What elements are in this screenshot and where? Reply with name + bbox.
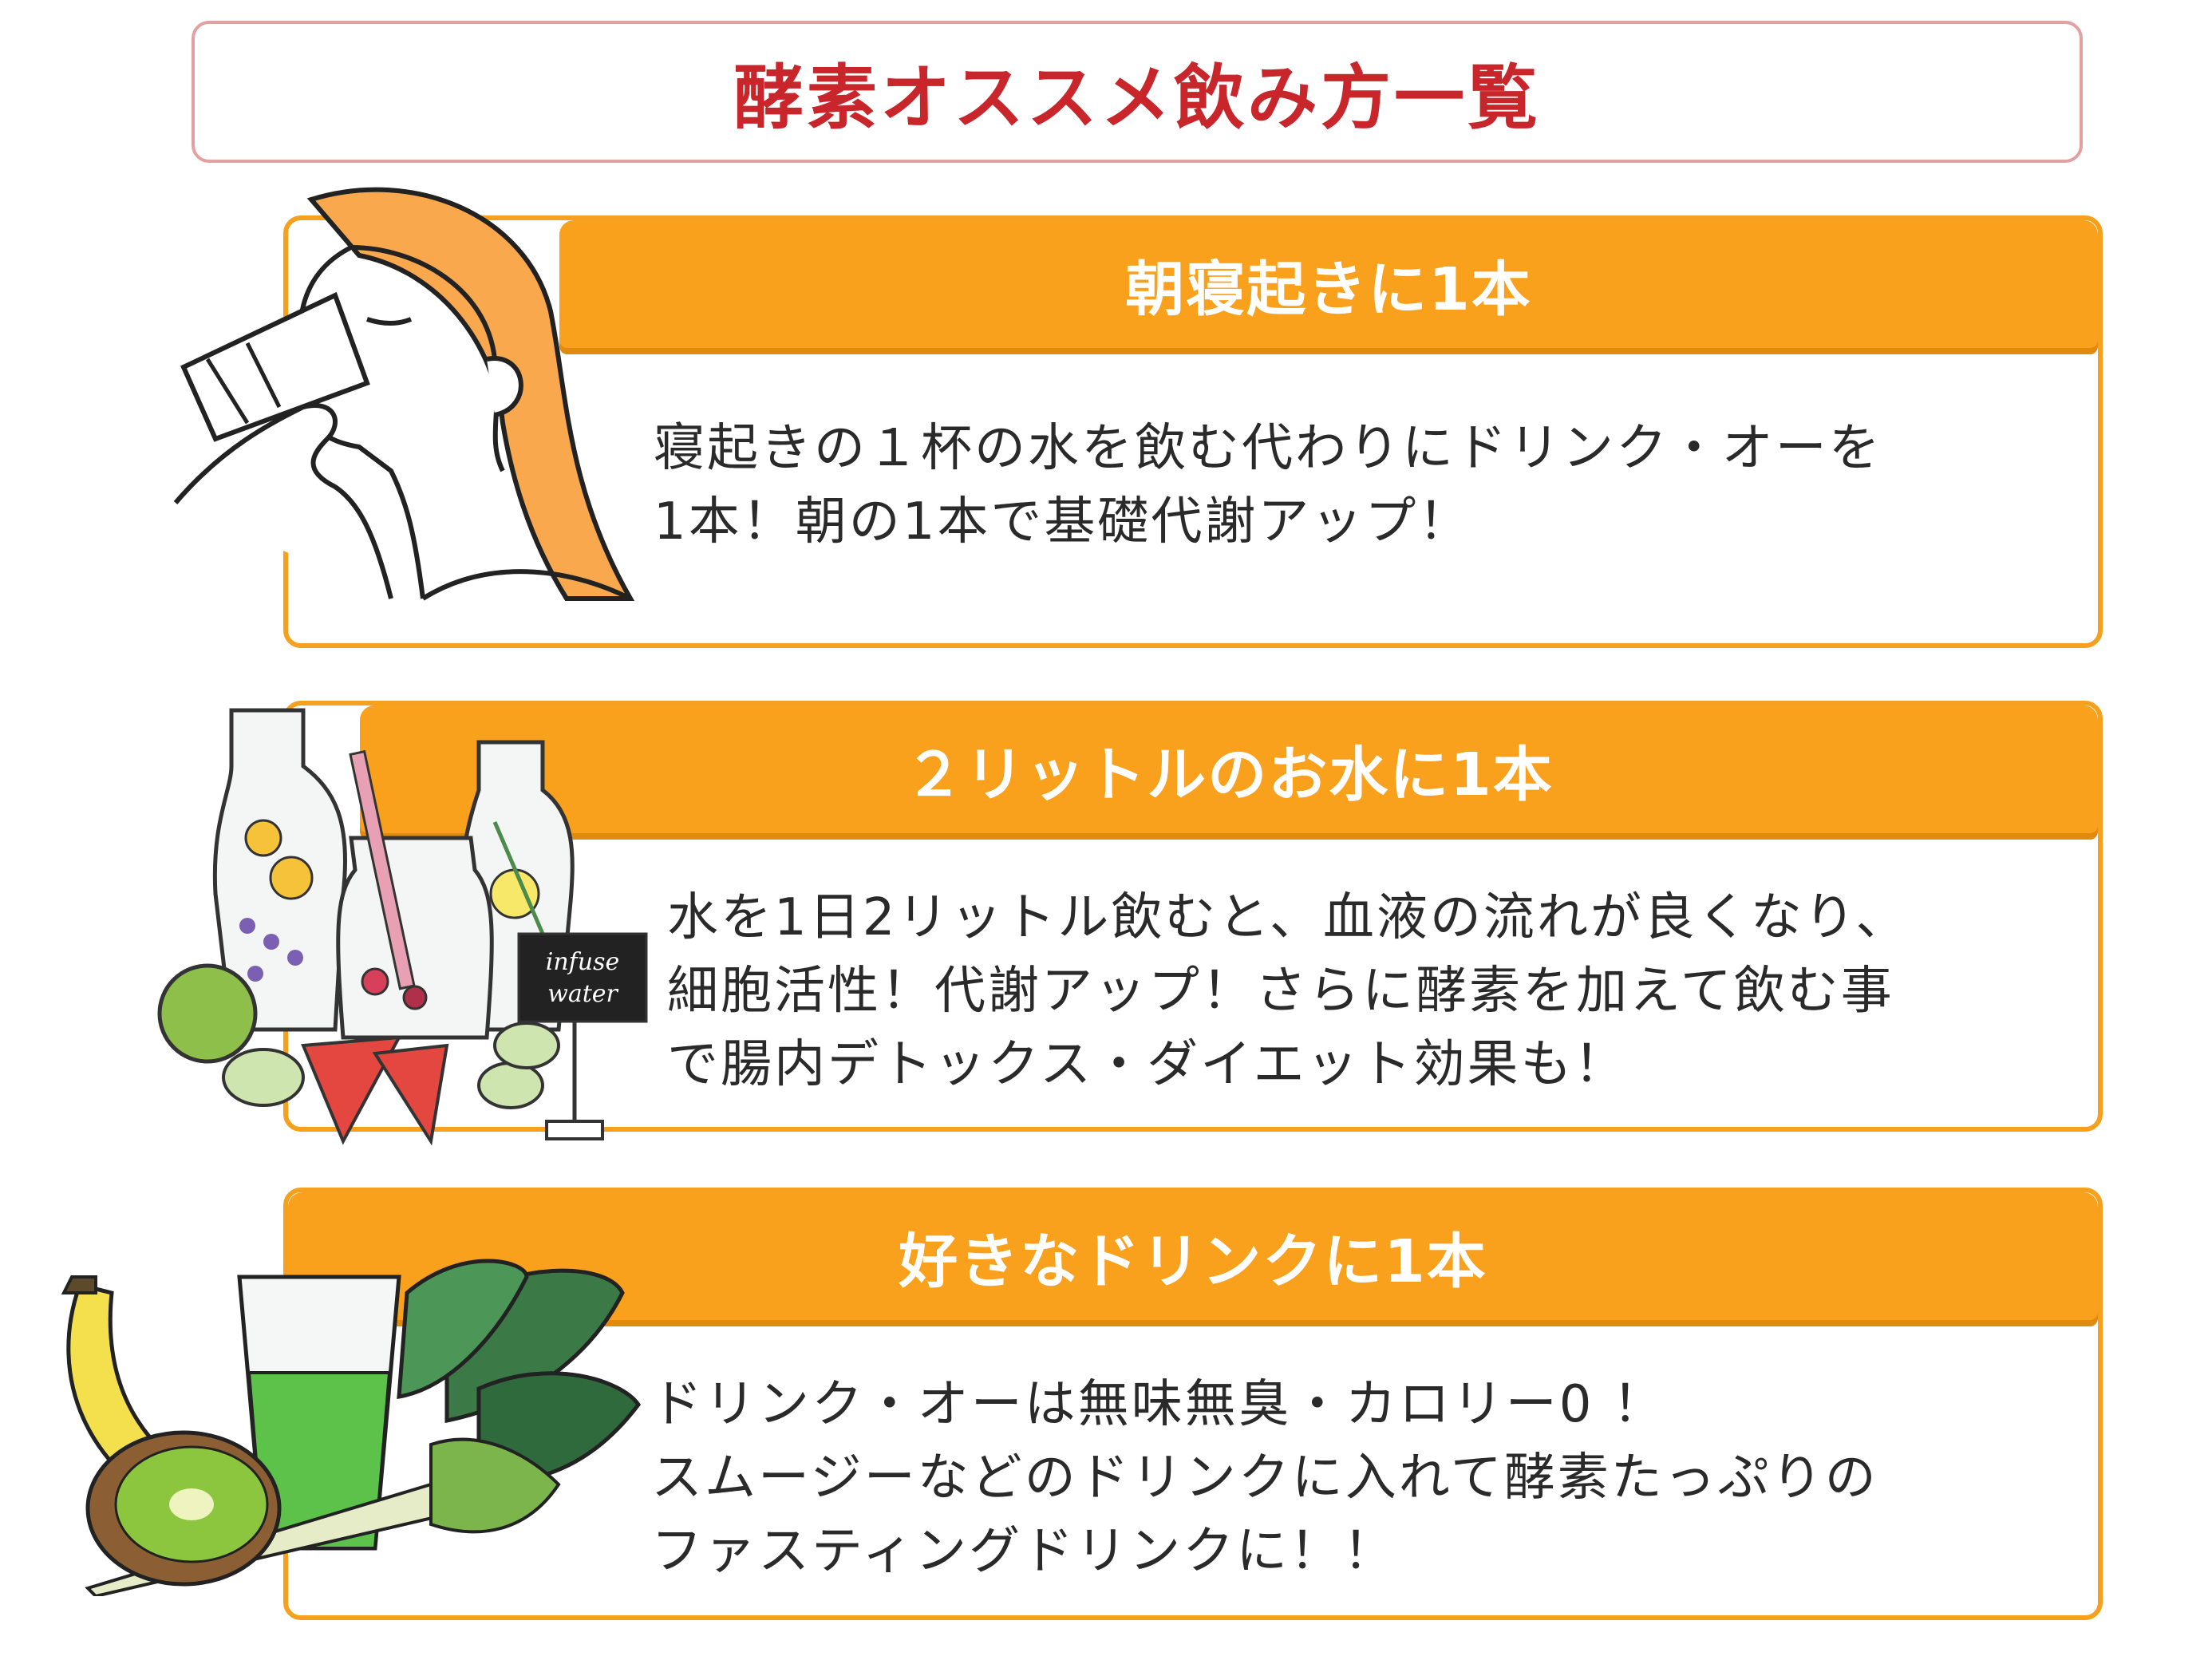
card-morning-header: 朝寝起きに1本 <box>559 220 2098 348</box>
card-water-body: 水を1日2リットル飲むと、血液の流れが良くなり、 細胞活性！代謝アップ！さらに酵… <box>667 881 1909 1101</box>
card-drink-line: ドリンク・オーは無味無臭・カロリー0 ！ <box>651 1375 1666 1434</box>
card-drink-line: ファスティングドリンクに！！ <box>651 1522 1397 1581</box>
card-water-line: 細胞活性！代謝アップ！さらに酵素を加えて飲む事 <box>667 962 1894 1021</box>
card-water-header: ２リットルのお水に1本 <box>360 706 2098 833</box>
card-water-line: 水を1日2リットル飲むと、血液の流れが良くなり、 <box>667 888 1910 947</box>
card-water: ２リットルのお水に1本 水を1日2リットル飲むと、血液の流れが良くなり、 細胞活… <box>283 701 2103 1132</box>
sign-text-line2: water <box>547 980 618 1008</box>
infused-water-jars-icon: infuse water <box>157 708 648 1146</box>
card-water-heading: ２リットルのお水に1本 <box>904 740 1554 809</box>
card-drink-body: ドリンク・オーは無味無臭・カロリー0 ！ スムージーなどのドリンクに入れて酵素た… <box>651 1368 1878 1588</box>
woman-drinking-icon <box>173 187 635 601</box>
card-morning-line: 寝起きの１杯の水を飲む代わりにドリンク・オーを <box>654 419 1882 478</box>
title-box: 酵素オススメ飲み方一覧 <box>192 21 2083 163</box>
sign-text-line1: infuse <box>546 948 620 976</box>
card-morning-heading: 朝寝起きに1本 <box>1125 255 1532 324</box>
green-smoothie-fruits-icon <box>61 1259 642 1596</box>
card-morning-line: 1本！朝の1本で基礎代謝アップ！ <box>654 492 1472 551</box>
card-morning-body: 寝起きの１杯の水を飲む代わりにドリンク・オーを 1本！朝の1本で基礎代謝アップ！ <box>654 412 1882 559</box>
page-title: 酵素オススメ飲み方一覧 <box>733 56 1541 139</box>
card-drink: 好きなドリンクに1本 ドリンク・オーは無味無臭・カロリー0 ！ スムージーなどの… <box>283 1188 2103 1620</box>
card-drink-line: スムージーなどのドリンクに入れて酵素たっぷりの <box>651 1449 1878 1508</box>
card-water-line: で腸内デトックス・ダイエット効果も！ <box>667 1035 1628 1094</box>
card-drink-heading: 好きなドリンクに1本 <box>899 1227 1487 1296</box>
